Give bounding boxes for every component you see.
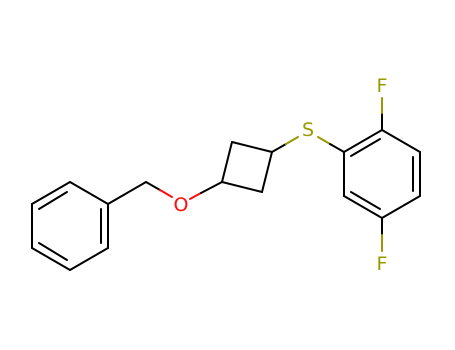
cyclobutane-bond (221, 181, 263, 193)
o-cyclobutyl-bond-carbon-half (200, 181, 223, 194)
cyclobutane-bond (221, 141, 233, 183)
ch2-o-bond-carbon-half (145, 181, 161, 191)
ch2-o-bond-oxygen-half (159, 189, 173, 198)
aryl-double-bond (350, 138, 381, 157)
benzyl-ch2-bond (107, 181, 147, 205)
cyclobutyl-s-bond-sulfur-half (285, 136, 299, 145)
benzyl-phenyl-ring (31, 181, 109, 271)
fluorine-bottom-atom-label: F (377, 253, 388, 275)
cyclobutane-ring (221, 141, 273, 193)
phenyl-double-bond (38, 191, 68, 210)
sulfur-atom-label: S (302, 119, 314, 141)
ether-bonds (145, 181, 223, 200)
oxygen-atom-label: O (174, 194, 189, 216)
aryl-bond (381, 129, 421, 153)
thioether-bonds (271, 136, 345, 153)
cyclobutane-bond (261, 151, 273, 193)
aryl-bond (343, 129, 383, 153)
phenyl-double-bond (38, 242, 68, 261)
phenyl-bond (69, 247, 109, 271)
phenyl-bond (31, 181, 71, 205)
difluorophenyl-ring (343, 129, 421, 219)
o-cyclobutyl-bond-oxygen-half (189, 192, 202, 200)
fluorine-top-atom-label: F (377, 75, 388, 97)
cyclobutyl-s-bond-carbon-half (271, 143, 287, 153)
cyclobutane-bond (231, 141, 273, 153)
phenyl-bond (31, 247, 71, 271)
aryl-double-bond (350, 191, 381, 210)
s-aryl-bond-sulfur-half (317, 136, 331, 145)
s-aryl-bond-carbon-half (329, 143, 345, 153)
aryl-bond (343, 195, 383, 219)
phenyl-bond (69, 181, 109, 205)
aryl-bond (381, 195, 421, 219)
